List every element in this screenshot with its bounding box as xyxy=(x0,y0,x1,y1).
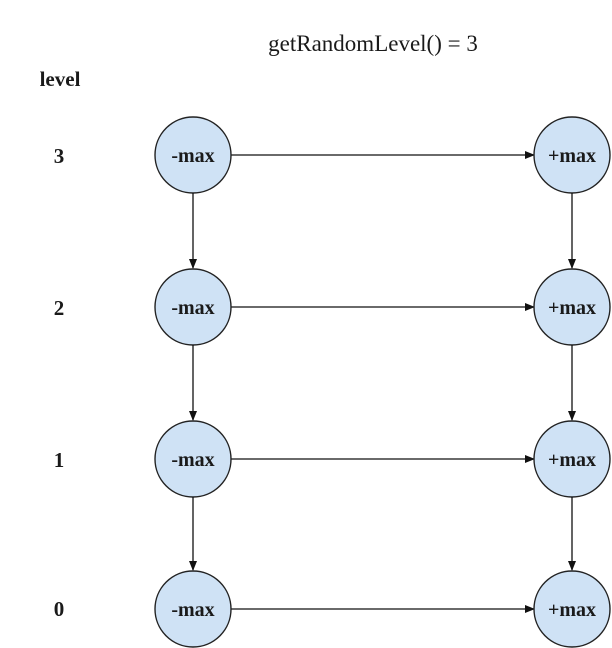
level-number-label: 2 xyxy=(54,296,65,320)
level-row-2: 2 -max +max xyxy=(54,268,611,346)
tail-node-label: +max xyxy=(548,599,596,621)
tail-node-label: +max xyxy=(548,145,596,167)
head-node-label: -max xyxy=(171,145,214,167)
head-node: -max xyxy=(154,570,232,648)
tail-node: +max xyxy=(533,570,611,648)
level-axis-label: level xyxy=(40,67,81,91)
head-node: -max xyxy=(154,116,232,194)
level-number-label: 0 xyxy=(54,597,65,621)
head-node-label: -max xyxy=(171,449,214,471)
head-node-label: -max xyxy=(171,297,214,319)
head-node-label: -max xyxy=(171,599,214,621)
tail-node-circle xyxy=(533,570,611,648)
tail-node-label: +max xyxy=(548,449,596,471)
level-row-1: 1 -max +max xyxy=(54,420,611,498)
level-number-label: 3 xyxy=(54,144,65,168)
level-number-label: 1 xyxy=(54,448,65,472)
tail-node-label: +max xyxy=(548,297,596,319)
diagram-title: getRandomLevel() = 3 xyxy=(268,31,478,56)
level-row-3: 3 -max +max xyxy=(54,116,611,194)
head-node: -max xyxy=(154,268,232,346)
tail-node: +max xyxy=(533,420,611,498)
tail-node: +max xyxy=(533,268,611,346)
head-node: -max xyxy=(154,420,232,498)
tail-node: +max xyxy=(533,116,611,194)
level-row-0: 0 -max +max xyxy=(54,570,611,648)
head-node-circle xyxy=(154,570,232,648)
